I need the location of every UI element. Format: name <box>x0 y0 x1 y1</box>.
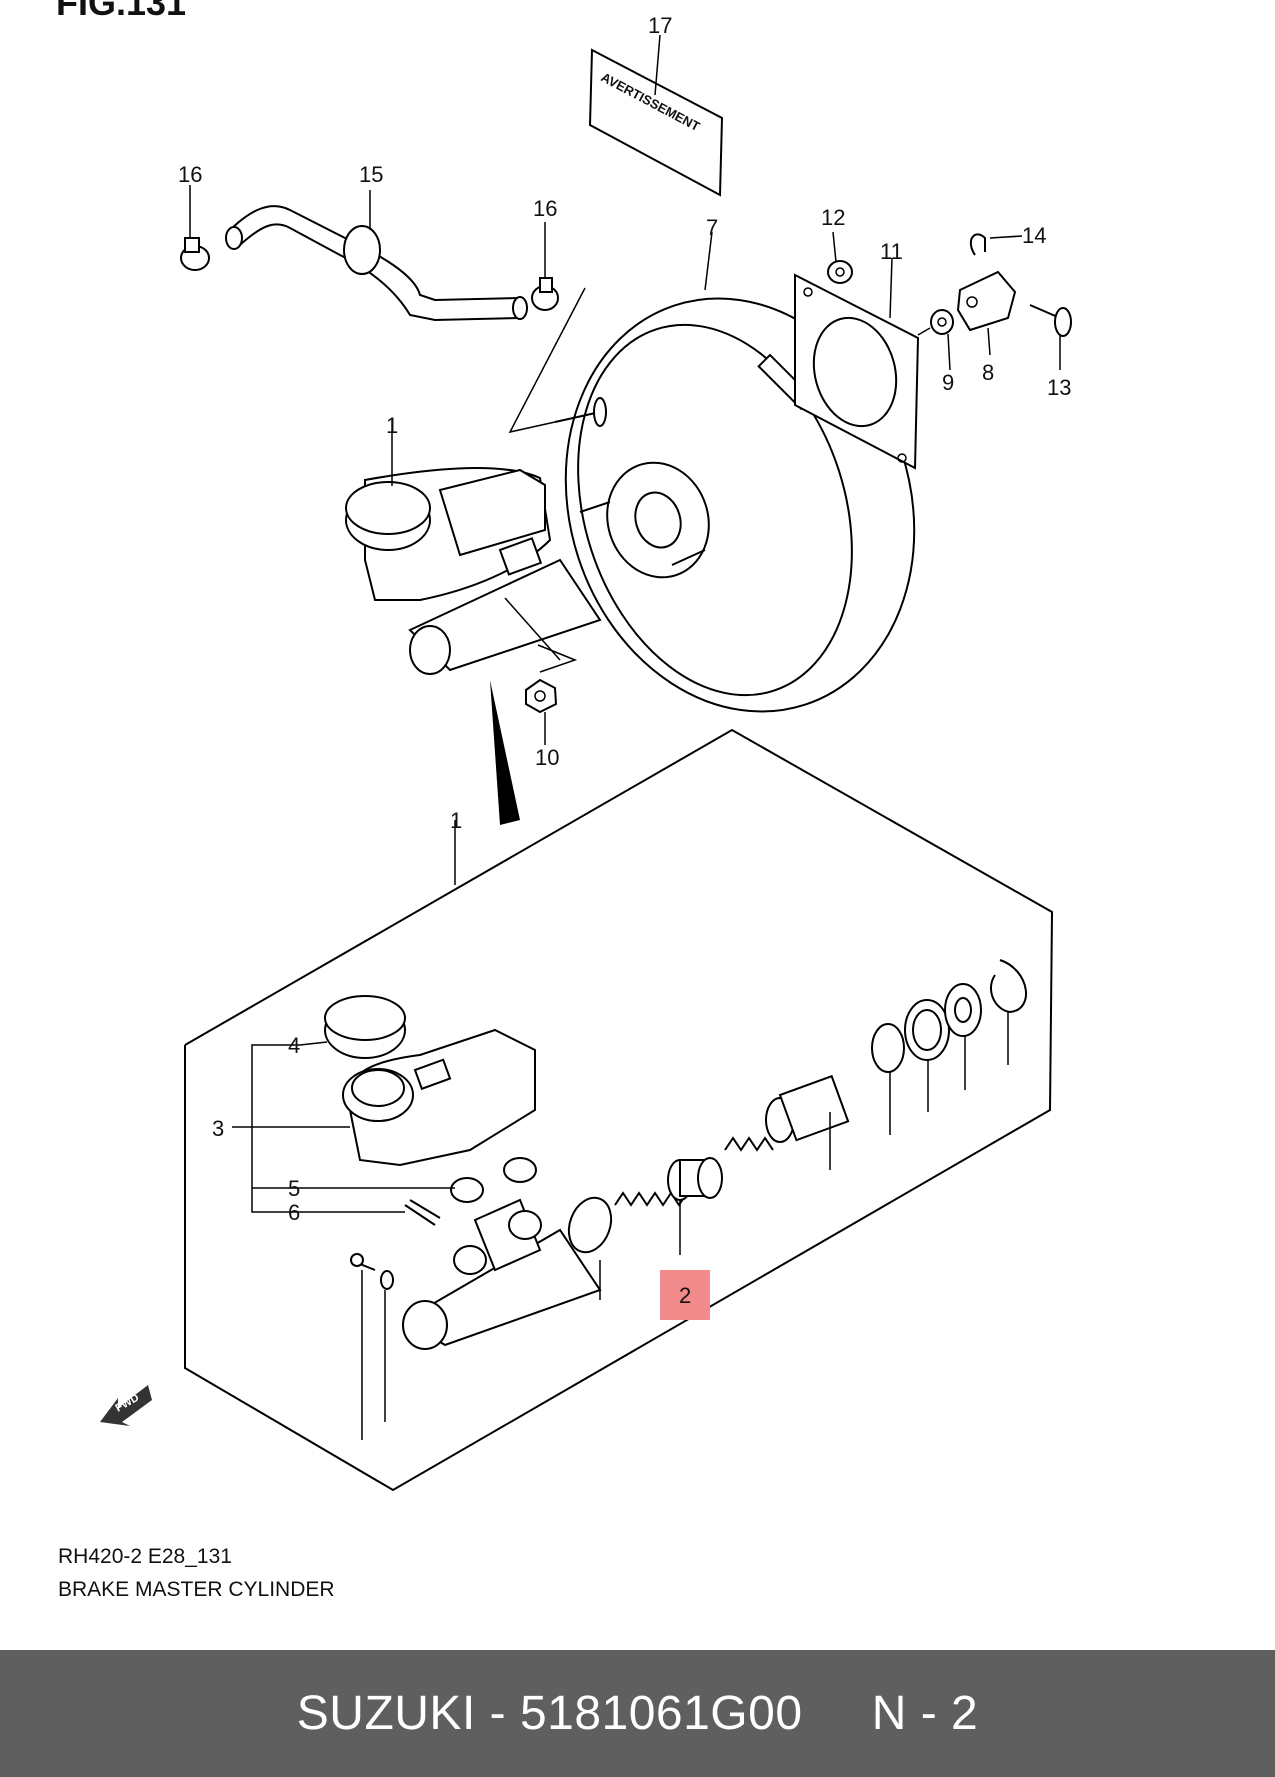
exploded-view-box <box>184 728 1054 1492</box>
highlight-callout-2 <box>660 1270 710 1320</box>
master-cylinder-assembly-part <box>345 418 602 675</box>
clevis-part <box>956 270 1017 356</box>
hose-clamp-right-part <box>531 222 559 311</box>
hose-clamp-left-part <box>180 185 210 271</box>
part-number-text: SUZUKI - 5181061G00 N - 2 <box>296 1687 979 1740</box>
fwd-arrow-icon: FWD <box>100 1385 152 1426</box>
callout-4: 4 <box>288 1033 300 1058</box>
cylinder-body-part <box>402 1198 602 1350</box>
callout-14: 14 <box>1022 223 1046 248</box>
part-number-footer: SUZUKI - 5181061G00 N - 2 <box>0 1650 1275 1777</box>
diagram-code: RH420-2 E28_131 <box>58 1545 232 1568</box>
callout-8: 8 <box>982 360 994 385</box>
callout-6: 6 <box>288 1200 300 1225</box>
exploded-view-arrow <box>490 680 520 825</box>
callout-2: 2 <box>679 1283 691 1308</box>
secondary-seal-parts <box>871 959 1027 1073</box>
callout-16-right: 16 <box>533 196 557 221</box>
callout-9: 9 <box>942 370 954 395</box>
o-ring-part <box>567 1196 613 1254</box>
spring-clip-part <box>969 233 1023 256</box>
callout-16-left: 16 <box>178 162 202 187</box>
piston-spring-kit-part <box>614 1074 850 1255</box>
callout-7: 7 <box>706 215 718 240</box>
callout-5: 5 <box>288 1176 300 1201</box>
callout-15: 15 <box>359 162 383 187</box>
reservoir-pin-part <box>404 1199 441 1226</box>
callout-3: 3 <box>212 1116 224 1141</box>
exploded-parts-diagram: AVERTISSEMENT <box>100 13 1072 1492</box>
figure-number: FIG.131 <box>56 0 187 23</box>
diagram-title: BRAKE MASTER CYLINDER <box>58 1578 335 1601</box>
callout-13: 13 <box>1047 375 1071 400</box>
callout-12: 12 <box>821 205 845 230</box>
callout-10: 10 <box>535 745 559 770</box>
booster-gasket-part <box>794 257 920 470</box>
reservoir-part <box>342 1028 536 1167</box>
mounting-nut-10-part <box>504 597 578 745</box>
brake-booster-part <box>564 231 916 713</box>
reservoir-cap-part <box>299 995 406 1059</box>
nut-12-part <box>827 231 853 284</box>
callout-11: 11 <box>880 239 903 264</box>
callout-1-box: 1 <box>450 808 462 833</box>
callout-leaders-box <box>599 1012 1009 1300</box>
booster-studs <box>508 287 706 566</box>
callout-1-top: 1 <box>386 413 398 438</box>
nut-9-part <box>917 309 954 371</box>
grommet-part <box>450 1157 537 1203</box>
bolt-washer-part <box>350 1253 394 1440</box>
warning-label-part: AVERTISSEMENT <box>588 34 724 197</box>
callout-bracket-3-6 <box>232 1044 455 1213</box>
vacuum-hose-part <box>225 205 528 322</box>
callout-17: 17 <box>648 13 672 38</box>
clevis-pin-part <box>1029 304 1072 370</box>
